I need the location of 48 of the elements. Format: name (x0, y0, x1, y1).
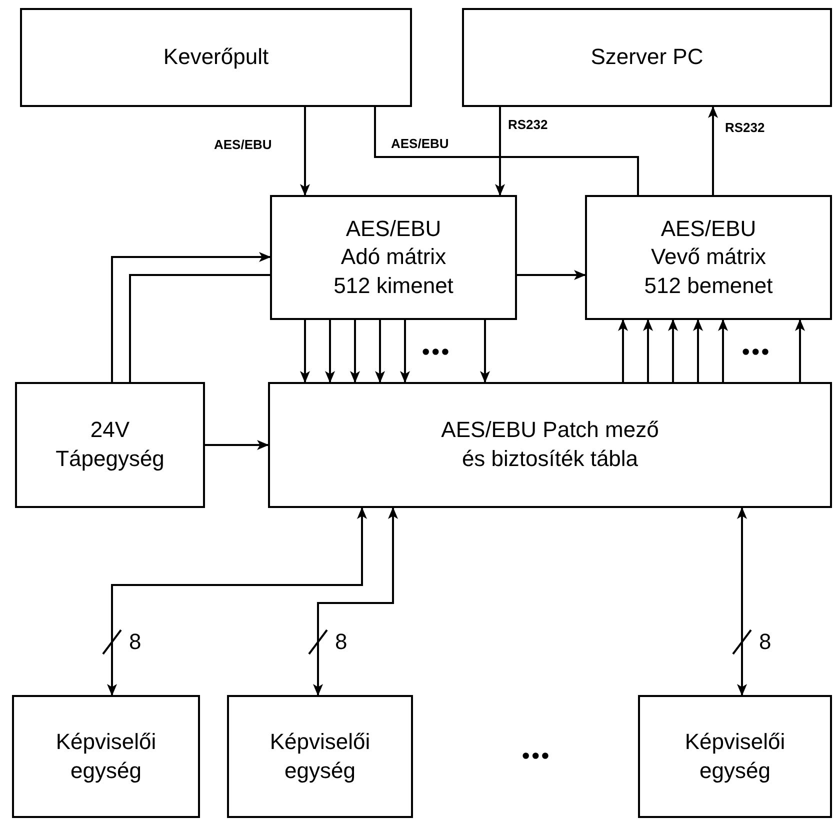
arrow (300, 107, 310, 196)
arrow (517, 270, 586, 280)
connector-line (374, 107, 639, 195)
block-box (270, 195, 517, 320)
block-box (585, 195, 832, 320)
arrow (693, 319, 703, 382)
arrow (795, 319, 805, 382)
ellipsis-label: ••• (422, 341, 452, 363)
arrow (300, 320, 310, 383)
edge-label: AES/EBU (213, 138, 273, 152)
block-box (638, 695, 832, 818)
arrow (325, 320, 335, 383)
block-label: 24V Tápegység (55, 416, 165, 473)
arrow (375, 320, 385, 383)
arrow (107, 507, 367, 696)
block-label: Képviselői egység (54, 728, 158, 785)
arrow (643, 319, 653, 382)
arrow (718, 319, 728, 382)
edge-label: RS232 (507, 118, 549, 132)
block-box (12, 695, 200, 818)
block-label: Képviselői egység (268, 728, 372, 785)
block-label: Keverőpult (163, 43, 269, 72)
arrow (708, 106, 718, 195)
arrow (205, 440, 269, 450)
ellipsis-label: ••• (742, 341, 772, 363)
ellipsis-label: ••• (522, 745, 552, 767)
arrow (737, 507, 747, 696)
block-box (462, 8, 832, 107)
block-box (268, 382, 832, 508)
edge-label: RS232 (724, 121, 766, 136)
arrow (111, 252, 271, 382)
arrow (668, 319, 678, 382)
edge-label: AES/EBU (390, 137, 450, 152)
arrow (400, 320, 410, 383)
arrow (313, 507, 398, 696)
block-box (15, 382, 205, 508)
block-label: AES/EBU Adó mátrix 512 kimenet (332, 214, 454, 300)
arrow (480, 320, 490, 383)
block-box (227, 695, 413, 818)
block-label: Képviselői egység (684, 728, 786, 785)
arrow (618, 319, 628, 382)
block-box (20, 8, 412, 107)
block-label: AES/EBU Patch mező és biztosíték tábla (440, 416, 660, 473)
arrow (495, 107, 505, 196)
block-label: AES/EBU Vevő mátrix 512 bemenet (643, 214, 774, 300)
block-label: Szerver PC (590, 43, 704, 72)
arrow (350, 320, 360, 383)
connector-line (129, 274, 270, 382)
